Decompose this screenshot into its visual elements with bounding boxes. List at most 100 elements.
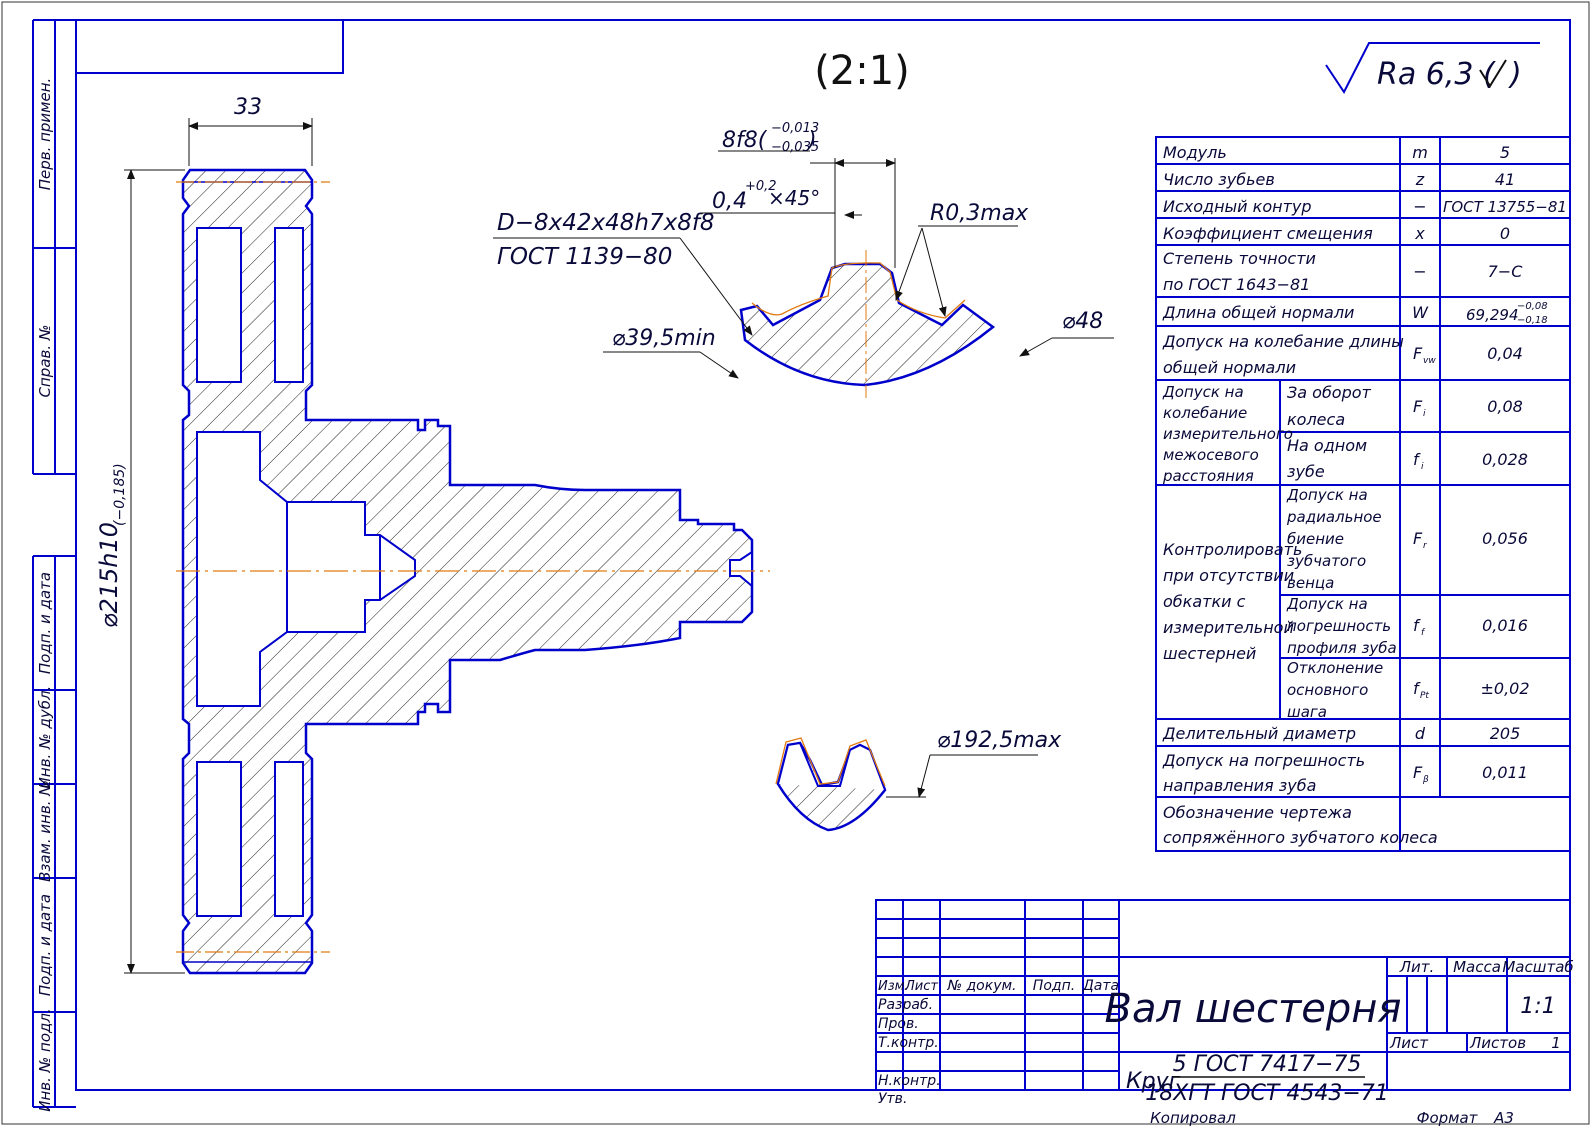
param-symbol: F — [1413, 763, 1423, 782]
param-name: Коэффициент смещения — [1163, 224, 1373, 243]
material-bottom: 18ХГТ ГОСТ 4543−71 — [1145, 1081, 1389, 1106]
param-name: Допуск на колебание длины — [1162, 332, 1404, 351]
param-name: Делительный диаметр — [1162, 724, 1356, 743]
group-label: межосевого — [1163, 446, 1259, 464]
param-value-lower: −0,18 — [1517, 315, 1548, 326]
row-tkontr: Т.контр. — [878, 1035, 939, 1051]
param-symbol: W — [1412, 303, 1429, 322]
side-label-sprav: Справ. № — [36, 325, 54, 398]
param-value: 0,028 — [1482, 450, 1528, 469]
param-symbol: F — [1413, 397, 1423, 416]
tooth-detail: ⌀192,5max — [775, 728, 1062, 832]
diameter-tol: (−0,185) — [112, 463, 128, 526]
side-strip — [32, 19, 76, 1108]
param-name: общей нормали — [1163, 358, 1296, 377]
param-symbol-sub: β — [1422, 775, 1429, 785]
col-izm: Изм. — [878, 979, 909, 994]
param-name: Степень точности — [1163, 249, 1316, 268]
scale-value: 1:1 — [1520, 994, 1555, 1019]
format-label: Формат — [1417, 1109, 1479, 1127]
param-symbol: m — [1412, 143, 1428, 162]
param-name: Допуск на — [1286, 595, 1368, 613]
diameter-dim: ⌀215h10 — [95, 522, 123, 628]
top-left-box — [76, 20, 344, 74]
group-label: при отсутствии — [1163, 566, 1294, 585]
width-8f8: 8f8( — [722, 128, 768, 153]
group-label: обкатки с — [1163, 592, 1246, 611]
col-doc: № докум. — [946, 978, 1016, 994]
param-name: основного — [1287, 681, 1368, 699]
param-value: 0,056 — [1482, 529, 1528, 548]
group-label: Контролировать — [1163, 540, 1302, 559]
param-symbol-sub: i — [1421, 462, 1424, 472]
param-symbol: − — [1413, 197, 1426, 216]
param-name: по ГОСТ 1643−81 — [1163, 275, 1310, 294]
group-label: расстояния — [1162, 467, 1254, 485]
row-prov: Пров. — [878, 1016, 919, 1032]
param-symbol-sub: vw — [1423, 356, 1436, 366]
param-value: 0,016 — [1482, 616, 1528, 635]
param-name: На одном — [1287, 436, 1367, 455]
param-value: ГОСТ 13755−81 — [1443, 198, 1567, 216]
group-label: измерительного — [1163, 425, 1293, 443]
param-symbol: f — [1413, 450, 1421, 469]
inner-diameter: ⌀39,5min — [612, 326, 716, 351]
param-value: 7−С — [1488, 262, 1524, 281]
param-name: погрешность — [1287, 617, 1391, 635]
param-value: 0,04 — [1487, 344, 1523, 363]
tooth-diameter: ⌀192,5max — [937, 728, 1062, 753]
param-symbol: F — [1413, 529, 1423, 548]
side-label-perv: Перв. примен. — [36, 78, 54, 191]
width-8f8-lower: −0,035 — [771, 140, 819, 155]
param-name: шага — [1287, 703, 1327, 721]
lit-label: Лит. — [1399, 958, 1435, 976]
title-block: Изм. Лист № докум. Подп. Дата Разраб. Пр… — [875, 899, 1574, 1127]
param-name: зубчатого — [1287, 552, 1366, 570]
group-label: шестерней — [1163, 644, 1256, 663]
row-nkontr: Н.контр. — [878, 1073, 941, 1089]
param-symbol-sub: f — [1421, 628, 1426, 638]
param-value-upper: −0,08 — [1517, 301, 1548, 312]
param-symbol: f — [1413, 679, 1421, 698]
param-name: сопряжённого зубчатого колеса — [1163, 828, 1438, 847]
outer-diameter: ⌀48 — [1062, 309, 1103, 334]
param-name: Модуль — [1163, 143, 1227, 162]
col-data: Дата — [1082, 978, 1119, 994]
param-value: 69,294 — [1466, 306, 1519, 324]
row-utv: Утв. — [878, 1091, 907, 1107]
param-name: Обозначение чертежа — [1163, 803, 1352, 822]
param-value: 0 — [1500, 224, 1510, 243]
param-name: Допуск на погрешность — [1162, 751, 1365, 770]
chamfer-dim: 0,4 — [712, 189, 747, 214]
param-symbol: z — [1415, 170, 1425, 189]
param-value: 0,08 — [1487, 397, 1523, 416]
spline-spec: D−8x42x48h7x8f8 — [497, 210, 715, 236]
param-symbol-sub: r — [1423, 541, 1428, 551]
param-name: Исходный контур — [1163, 197, 1312, 216]
listov-value: 1 — [1551, 1034, 1561, 1052]
param-value: 0,011 — [1482, 763, 1528, 782]
param-name: Длина общей нормали — [1162, 303, 1354, 322]
kopiroval-label: Копировал — [1150, 1109, 1236, 1127]
param-name: колеса — [1287, 410, 1345, 429]
svg-text:): ) — [806, 128, 817, 153]
chamfer-upper: +0,2 — [745, 179, 777, 194]
side-labels: Перв. примен. Справ. № Подп. и дата Инв.… — [36, 78, 54, 1112]
scale-label: (2:1) — [814, 48, 910, 94]
col-list: Лист — [904, 979, 938, 994]
chamfer-angle: ×45° — [768, 186, 820, 210]
param-name: направления зуба — [1163, 776, 1316, 795]
param-value: 205 — [1490, 724, 1521, 743]
side-label-inv-podl: Инв. № подл. — [36, 1008, 54, 1111]
group-label: измерительной — [1163, 618, 1294, 637]
side-label-inv-dubl: Инв. № дубл. — [36, 686, 54, 789]
row-razrab: Разраб. — [878, 997, 933, 1013]
roughness-sign: Ra 6,3 ( ) — [1325, 42, 1540, 94]
param-value: ±0,02 — [1480, 679, 1529, 698]
list-label: Лист — [1389, 1034, 1429, 1052]
side-label-vzam: Взам. инв. № — [36, 780, 54, 882]
param-name: зубе — [1287, 462, 1325, 481]
radius-dim: R0,3max — [930, 201, 1029, 226]
svg-text:): ) — [1508, 57, 1522, 92]
